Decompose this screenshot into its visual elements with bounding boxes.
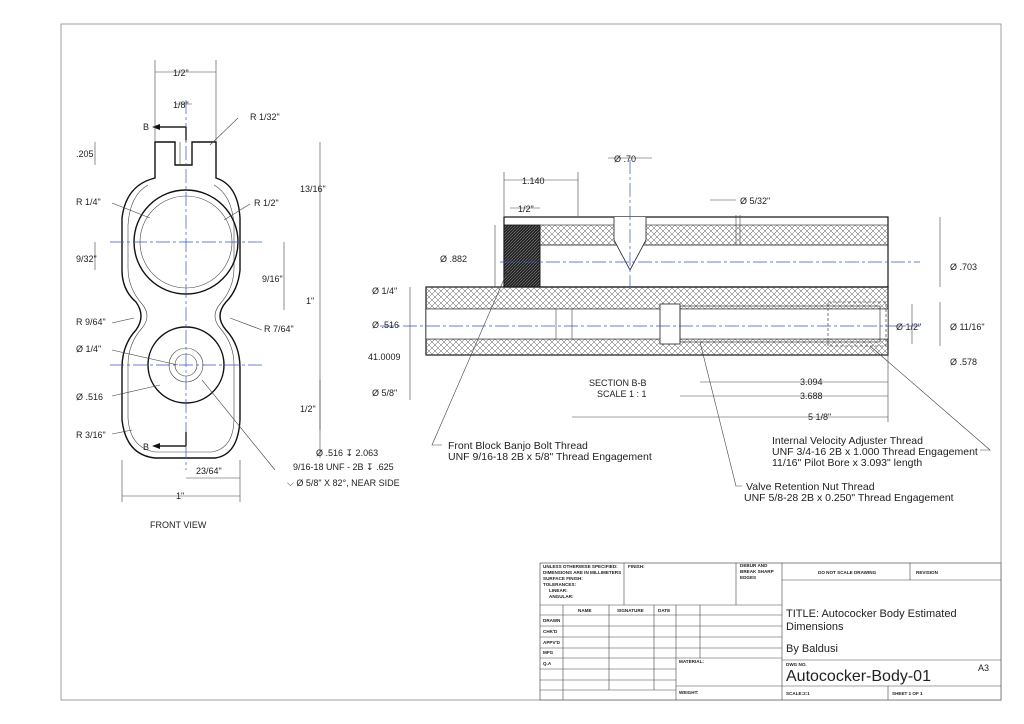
section-label: SECTION B-B (589, 378, 647, 388)
sec-dim-dia-quarter: Ø 1/4" (372, 286, 397, 296)
tb-unless-3: SURFACE FINISH: (543, 576, 583, 581)
sec-dim-dia-half: Ø 1/2" (896, 322, 921, 332)
tb-deburr-3: EDGES (740, 575, 756, 580)
tb-dwg-no-label: DWG NO. (786, 662, 807, 667)
note-valve-1: Valve Retention Nut Thread (746, 481, 875, 493)
tb-col-name: NAME (578, 608, 592, 613)
hole-callout-2: 9/16-18 UNF - 2B ↧ .625 (293, 462, 394, 472)
dim-9-16: 9/16" (262, 274, 283, 284)
sec-dim-5-1-8: 5 1/8" (808, 412, 831, 422)
tb-weight: WEIGHT: (679, 690, 699, 695)
tb-row-chkd: CHK'D (543, 629, 558, 634)
sec-dim-dia-5-32: Ø 5/32" (740, 196, 770, 206)
note-velocity-3: 11/16" Pilot Bore x 3.093" length (772, 457, 922, 469)
sec-dim-41: 41.0009 (368, 352, 401, 362)
sec-dim-1140: 1.140 (522, 176, 545, 186)
tb-size: A3 (978, 663, 989, 673)
tb-row-appvd: APPV'D (543, 640, 561, 645)
tb-deburr-2: BREAK SHARP (740, 569, 774, 574)
tb-deburr-1: DEBUR AND (740, 563, 768, 568)
dim-13-16: 13/16" (300, 184, 326, 194)
sec-dim-dia-578: Ø .578 (950, 357, 977, 367)
tb-col-date: DATE (658, 608, 670, 613)
section-scale: SCALE 1 : 1 (597, 389, 647, 399)
dim-r-7-64: R 7/64" (264, 324, 294, 334)
tb-col-signature: SIGNATURE (617, 608, 644, 613)
dim-dia-516-front: Ø .516 (76, 392, 103, 402)
tb-row-qa: Q.A (543, 661, 552, 666)
tb-sheet: SHEET 1 OF 1 (892, 691, 923, 696)
tb-row-drawn: DRAWN (543, 618, 561, 623)
tb-row-mfg: MFG (543, 650, 554, 655)
hole-callout-3: ⌵ Ø 5/8" X 82°, NEAR SIDE (287, 478, 400, 488)
note-banjo-1: Front Block Banjo Bolt Thread (448, 440, 588, 452)
tb-title-line1: TITLE: Autococker Body Estimated (786, 608, 957, 620)
sec-dim-dia-70: Ø .70 (614, 154, 636, 164)
tb-unless-4: TOLERANCES: (543, 582, 577, 587)
front-view-label: FRONT VIEW (150, 520, 207, 530)
tb-unless-1: UNLESS OTHERWISE SPECIFIED: (543, 564, 618, 569)
hole-callout-1: Ø .516 ↧ 2.063 (316, 448, 378, 458)
section-view: 1.140 Ø .70 Ø 5/32" 1/2" Ø .882 Ø 1/4" Ø… (368, 154, 991, 487)
dim-half-bottom: 1/2" (300, 404, 316, 414)
sec-dim-dia-516: Ø .516 (372, 320, 399, 330)
tb-do-not-scale: DO NOT SCALE DRAWING (818, 570, 877, 575)
sec-dim-3688: 3.688 (800, 391, 823, 401)
tb-unless-2: DIMENSIONS ARE IN MILLIMETERS (543, 570, 621, 575)
tb-author: By Baldusi (786, 643, 838, 655)
dim-r-1-32: R 1/32" (250, 112, 280, 122)
note-velocity-2: UNF 3/4-16 2B x 1.000 Thread Engagement (772, 446, 978, 458)
dim-dia-quarter-front: Ø 1/4" (76, 344, 101, 354)
sec-dim-dia-5-8: Ø 5/8" (372, 388, 397, 398)
tb-material: MATERIAL: (679, 659, 704, 664)
dim-1-inch-v: 1" (306, 296, 314, 306)
tb-unless-6: ANGULAR: (549, 594, 574, 599)
front-view: B B 1/2" 1/8" R 1/32" .205 R 1/4" 9/32" … (76, 60, 400, 530)
section-marker-bottom: B (143, 442, 149, 452)
dim-half-top: 1/2" (173, 68, 189, 78)
dim-205: .205 (76, 149, 94, 159)
note-valve-2: UNF 5/8-28 2B x 0.250" Thread Engagement (744, 492, 954, 504)
section-marker-top: B (143, 122, 149, 132)
sec-dim-dia-703: Ø .703 (950, 262, 977, 272)
dim-r-quarter: R 1/4" (76, 197, 101, 207)
dim-eighth-top: 1/8" (173, 100, 189, 110)
tb-dwg-no: Autococker-Body-01 (786, 668, 931, 685)
sec-dim-dia-882: Ø .882 (440, 254, 467, 264)
sec-dim-dia-11-16: Ø 11/16" (950, 322, 985, 332)
dim-r-3-16: R 3/16" (76, 430, 106, 440)
sec-dim-half: 1/2" (518, 204, 534, 214)
sheet-border (60, 23, 1002, 701)
dim-r-half: R 1/2" (254, 198, 279, 208)
notes: Front Block Banjo Bolt Thread UNF 9/16-1… (448, 435, 978, 504)
note-banjo-2: UNF 9/16-18 2B x 5/8" Thread Engagement (448, 451, 652, 463)
tb-revision: REVISION (916, 570, 939, 575)
tb-title-line2: Dimensions (786, 621, 844, 633)
sec-dim-3094: 3.094 (800, 377, 823, 387)
dim-9-32: 9/32" (76, 254, 97, 264)
title-block: UNLESS OTHERWISE SPECIFIED: DIMENSIONS A… (539, 562, 1002, 701)
dim-1-inch-h: 1" (176, 491, 184, 501)
tb-finish: FINISH: (628, 564, 645, 569)
note-velocity-1: Internal Velocity Adjuster Thread (772, 435, 923, 447)
tb-scale: SCALE:2:1 (786, 691, 810, 696)
tb-unless-5: LINEAR: (549, 588, 568, 593)
dim-23-64: 23/64" (196, 466, 222, 476)
dim-r-9-64: R 9/64" (76, 317, 106, 327)
